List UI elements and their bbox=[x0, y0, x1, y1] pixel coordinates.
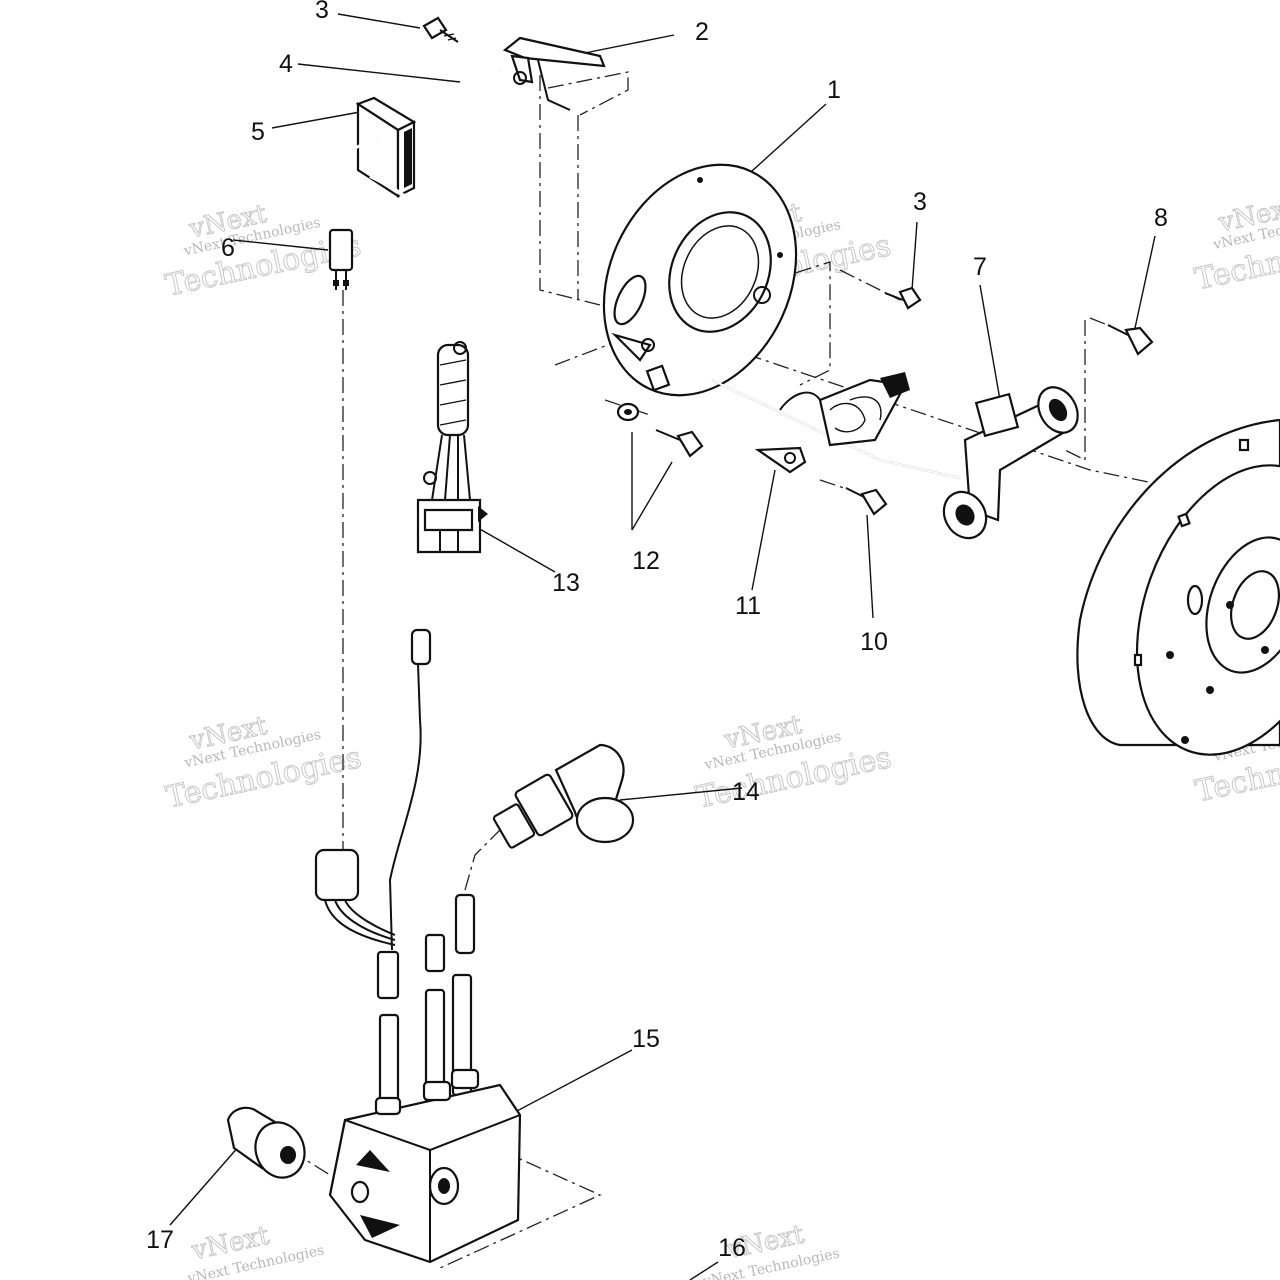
callout-8: 8 bbox=[1154, 204, 1168, 232]
callout-10: 10 bbox=[860, 628, 888, 656]
wire-bracket-part-2 bbox=[502, 36, 606, 111]
callout-14: 14 bbox=[732, 778, 760, 806]
rectifier-part-5 bbox=[325, 96, 457, 341]
spark-plug-cap-part-14 bbox=[492, 743, 635, 849]
callout-7: 7 bbox=[973, 253, 987, 281]
callout-labels: 3 2 4 5 1 3 7 8 6 12 13 11 10 14 15 17 1… bbox=[146, 0, 1168, 1262]
callout-3-top: 3 bbox=[315, 0, 329, 24]
callout-6: 6 bbox=[221, 234, 235, 262]
screw-part-10 bbox=[845, 487, 888, 516]
screw-part-8 bbox=[1107, 324, 1154, 356]
callout-4: 4 bbox=[279, 50, 293, 78]
callout-12: 12 bbox=[632, 547, 660, 575]
watermark: vNext vNext Technologies Technologies bbox=[162, 710, 364, 816]
callout-5: 5 bbox=[251, 118, 265, 146]
lead-wire-part-4 bbox=[403, 67, 502, 121]
callout-3-right: 3 bbox=[913, 188, 927, 216]
callout-2: 2 bbox=[695, 18, 709, 46]
cdi-module-part-15 bbox=[328, 1068, 522, 1264]
watermark: vNext vNext Technologies bbox=[701, 1219, 841, 1280]
callout-15: 15 bbox=[632, 1025, 660, 1053]
washer-part-12 bbox=[616, 402, 640, 422]
screw-part-12 bbox=[655, 429, 704, 458]
wire-harness bbox=[423, 341, 471, 501]
callout-11: 11 bbox=[735, 592, 761, 620]
watermark: vNext vNext Technologies bbox=[185, 1220, 325, 1280]
leader-lines bbox=[169, 13, 1156, 1280]
trigger-coil-part-7 bbox=[942, 386, 1079, 540]
lower-wire-harness bbox=[314, 628, 432, 1000]
callout-16: 16 bbox=[718, 1234, 746, 1262]
grommet-part-17 bbox=[226, 1106, 306, 1179]
flywheel bbox=[1076, 418, 1280, 756]
stator-coil bbox=[711, 372, 961, 479]
watermark: vNext vNext Technologies Technologies bbox=[1191, 192, 1280, 298]
callout-1: 1 bbox=[827, 76, 841, 104]
screw-part-3-top bbox=[422, 16, 459, 43]
watermark: vNext vNext Technologies Technologies bbox=[692, 709, 894, 816]
callout-17: 17 bbox=[146, 1226, 174, 1254]
callout-13: 13 bbox=[552, 569, 580, 597]
stator-plate-part-1 bbox=[602, 163, 798, 397]
connector-part-13 bbox=[416, 498, 488, 554]
clamp-part-11 bbox=[754, 446, 807, 474]
screw-part-3-right bbox=[884, 286, 922, 310]
connector-part-6 bbox=[328, 228, 354, 290]
